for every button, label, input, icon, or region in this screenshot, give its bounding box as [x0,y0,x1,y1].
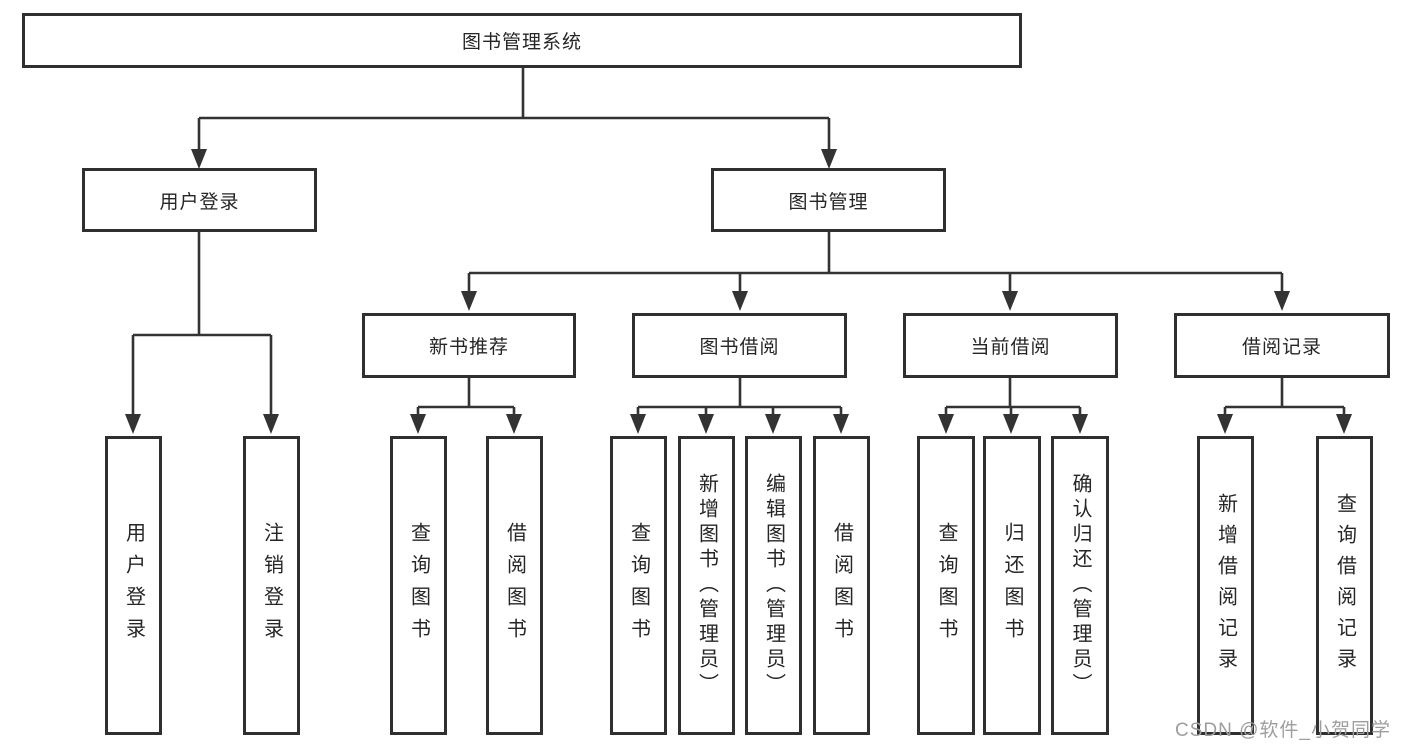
node-book-management: 图书管理 [711,168,946,232]
leaf-edit-books-admin: 编辑图书（管理员） [745,436,802,735]
node-root-label: 图书管理系统 [461,32,582,53]
leaf-add-books-admin-label: 新增图书（管理员） [695,473,718,698]
connector-borrow-record-to-leaves [1223,378,1346,416]
connector-current-borrow-to-leaves [944,378,1082,416]
connector-book-borrow-to-leaves [636,378,843,416]
arrowhead-user-login [191,149,207,169]
node-new-book-label: 新书推荐 [428,337,509,358]
node-user-login: 用户登录 [82,168,317,232]
node-root-system: 图书管理系统 [22,13,1022,68]
node-book-borrowing-label: 图书借阅 [699,337,780,358]
node-borrowing-record-label: 借阅记录 [1241,337,1322,358]
arrowhead-nb-leaf-2 [506,414,522,434]
arrowhead-new-book [461,291,477,311]
leaf-user-login-label: 用户登录 [122,521,145,650]
leaf-user-login: 用户登录 [105,436,162,735]
connector-new-book-to-leaves [416,378,516,416]
leaf-add-books-admin: 新增图书（管理员） [678,436,735,735]
leaf-query-borrow-record-label: 查询借阅记录 [1333,492,1356,679]
csdn-watermark: CSDN @软件_小贺同学 [1175,720,1391,741]
arrowhead-bb-leaf-2 [698,414,714,434]
leaf-borrow-books-newbook: 借阅图书 [486,436,543,735]
leaf-return-books-label: 归还图书 [1001,521,1023,650]
arrowhead-nb-leaf-1 [410,414,426,434]
arrowhead-bb-leaf-1 [630,414,646,434]
arrowhead-book-mgmt [821,149,837,169]
leaf-edit-books-admin-label: 编辑图书（管理员） [762,473,785,698]
leaf-add-borrow-record-label: 新增借阅记录 [1214,492,1237,679]
arrowhead-cb-leaf-1 [938,414,954,434]
leaf-confirm-return-admin-label: 确认归还（管理员） [1069,473,1091,698]
leaf-borrow-books-label: 借阅图书 [830,521,853,650]
leaf-confirm-return-admin: 确认归还（管理员） [1051,436,1109,735]
arrowhead-cb-leaf-2 [1003,414,1019,434]
node-book-management-label: 图书管理 [788,191,869,213]
arrowhead-bb-leaf-3 [765,414,781,434]
leaf-query-books-borrow-label: 查询图书 [627,521,650,650]
arrowhead-cb-leaf-3 [1072,414,1088,434]
connector-user-login-to-leaves [131,232,273,416]
leaf-query-books-borrow: 查询图书 [610,436,667,735]
node-current-borrowing: 当前借阅 [903,313,1118,378]
leaf-query-books-current-label: 查询图书 [935,521,957,650]
arrowhead-leaf-login [125,414,141,434]
arrowhead-book-borrow [732,291,748,311]
leaf-borrow-books: 借阅图书 [813,436,870,735]
node-book-borrowing: 图书借阅 [632,313,847,378]
arrowhead-br-leaf-1 [1217,414,1233,434]
arrowhead-bb-leaf-4 [833,414,849,434]
leaf-return-books: 归还图书 [983,436,1041,735]
leaf-query-books-current: 查询图书 [917,436,975,735]
leaf-query-books-newbook: 查询图书 [390,436,447,735]
node-user-login-label: 用户登录 [159,191,240,213]
leaf-add-borrow-record: 新增借阅记录 [1197,436,1254,735]
connector-root-to-level2 [197,68,831,151]
arrowhead-borrow-record [1274,291,1290,311]
leaf-query-borrow-record: 查询借阅记录 [1316,436,1373,735]
arrowhead-current-borrow [1002,291,1018,311]
leaf-logout-label: 注销登录 [260,521,283,650]
leaf-query-books-newbook-label: 查询图书 [407,521,430,650]
node-borrowing-record: 借阅记录 [1174,313,1390,378]
arrowhead-br-leaf-2 [1336,414,1352,434]
connector-book-mgmt-to-level3 [467,232,1284,293]
leaf-borrow-books-newbook-label: 借阅图书 [503,521,526,650]
leaf-logout: 注销登录 [243,436,300,735]
node-new-book-recommendation: 新书推荐 [362,313,576,378]
node-current-borrowing-label: 当前借阅 [970,337,1051,358]
arrowhead-leaf-logout [263,414,279,434]
